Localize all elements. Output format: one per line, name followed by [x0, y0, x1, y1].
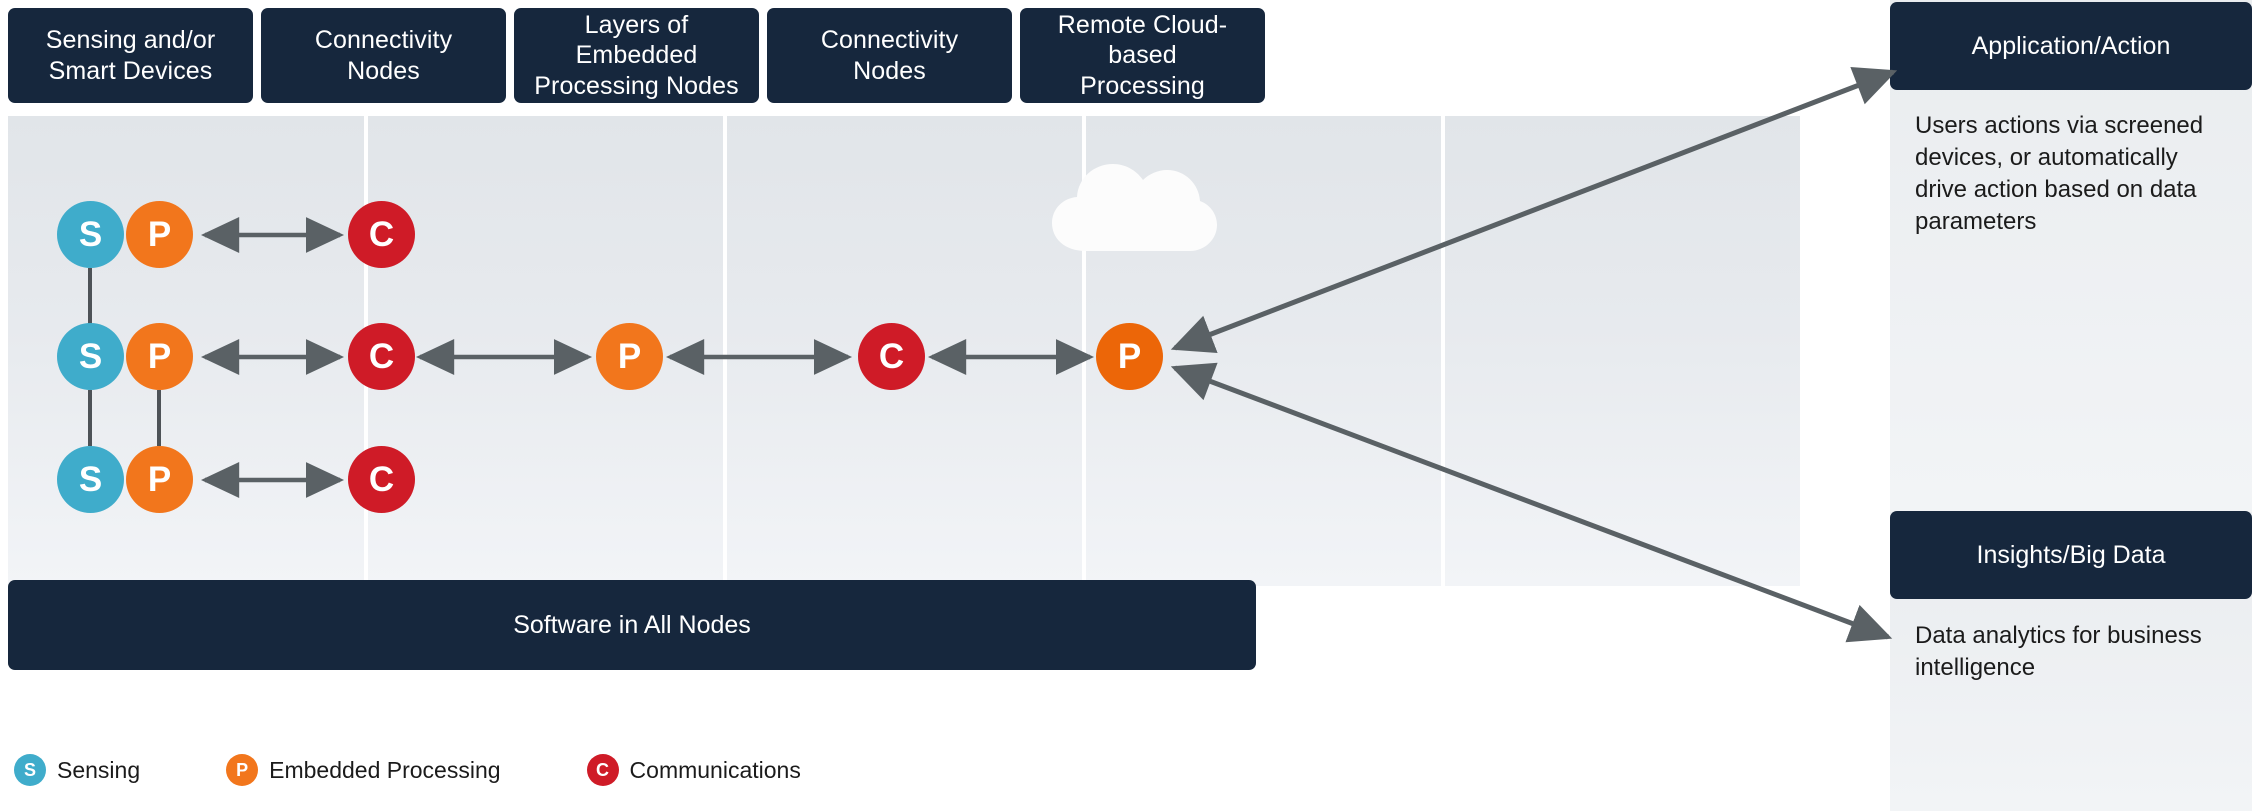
node-p-3[interactable]: P [126, 446, 193, 513]
node-c-2[interactable]: C [348, 323, 415, 390]
column-header-connectivity-1[interactable]: Connectivity Nodes [261, 8, 506, 103]
legend-processing-icon: P [226, 754, 259, 786]
node-link-s2-s3 [88, 390, 92, 446]
cloud-icon [1052, 164, 1217, 251]
side-panel-body-application-action: Users actions via screened devices, or a… [1915, 112, 2204, 235]
node-c-4[interactable]: C [858, 323, 925, 390]
legend-item-embedded-processing[interactable]: P Embedded Processing [226, 754, 501, 786]
node-link-s1-s2 [88, 268, 92, 324]
node-p-2[interactable]: P [126, 323, 193, 390]
column-background-connectivity-1 [368, 116, 723, 586]
column-header-embedded[interactable]: Layers of Embedded Processing Nodes [514, 8, 759, 103]
node-c-3[interactable]: C [348, 446, 415, 513]
node-p-4[interactable]: P [596, 323, 663, 390]
column-divider-2 [723, 116, 727, 586]
legend-label-embedded-processing: Embedded Processing [269, 756, 501, 783]
side-panel-title-application-action[interactable]: Application/Action [1890, 2, 2252, 90]
legend-label-sensing: Sensing [57, 756, 141, 783]
node-p-1[interactable]: P [126, 201, 193, 268]
side-panel-application-action: Application/Action Users actions via scr… [1890, 0, 2252, 512]
legend-item-communications[interactable]: C Communications [586, 754, 801, 786]
node-p-5[interactable]: P [1096, 323, 1163, 390]
side-panel-insights-big-data: Insights/Big Data Data analytics for bus… [1890, 511, 2252, 811]
node-c-1[interactable]: C [348, 201, 415, 268]
column-divider-4 [1441, 116, 1445, 586]
column-background-cloud [1445, 116, 1800, 586]
software-in-all-nodes-bar[interactable]: Software in All Nodes [8, 580, 1256, 670]
legend-sensing-icon: S [14, 754, 46, 786]
column-header-sensing[interactable]: Sensing and/or Smart Devices [8, 8, 253, 103]
column-header-cloud[interactable]: Remote Cloud-based Processing [1020, 8, 1265, 103]
legend-item-sensing[interactable]: S Sensing [14, 754, 140, 786]
legend-label-communications: Communications [629, 756, 801, 783]
node-s-2[interactable]: S [57, 323, 124, 390]
architecture-panel: Sensing and/or Smart Devices Connectivit… [8, 8, 1800, 670]
node-link-p2-p3 [157, 390, 161, 446]
side-panel-body-insights-big-data: Data analytics for business intelligence [1915, 622, 2202, 681]
legend: S Sensing P Embedded Processing C Commun… [14, 745, 887, 795]
side-panel-title-insights-big-data[interactable]: Insights/Big Data [1890, 511, 2252, 599]
legend-communications-icon: C [586, 754, 619, 786]
node-s-3[interactable]: S [57, 446, 124, 513]
column-header-connectivity-2[interactable]: Connectivity Nodes [767, 8, 1012, 103]
node-s-1[interactable]: S [57, 201, 124, 268]
